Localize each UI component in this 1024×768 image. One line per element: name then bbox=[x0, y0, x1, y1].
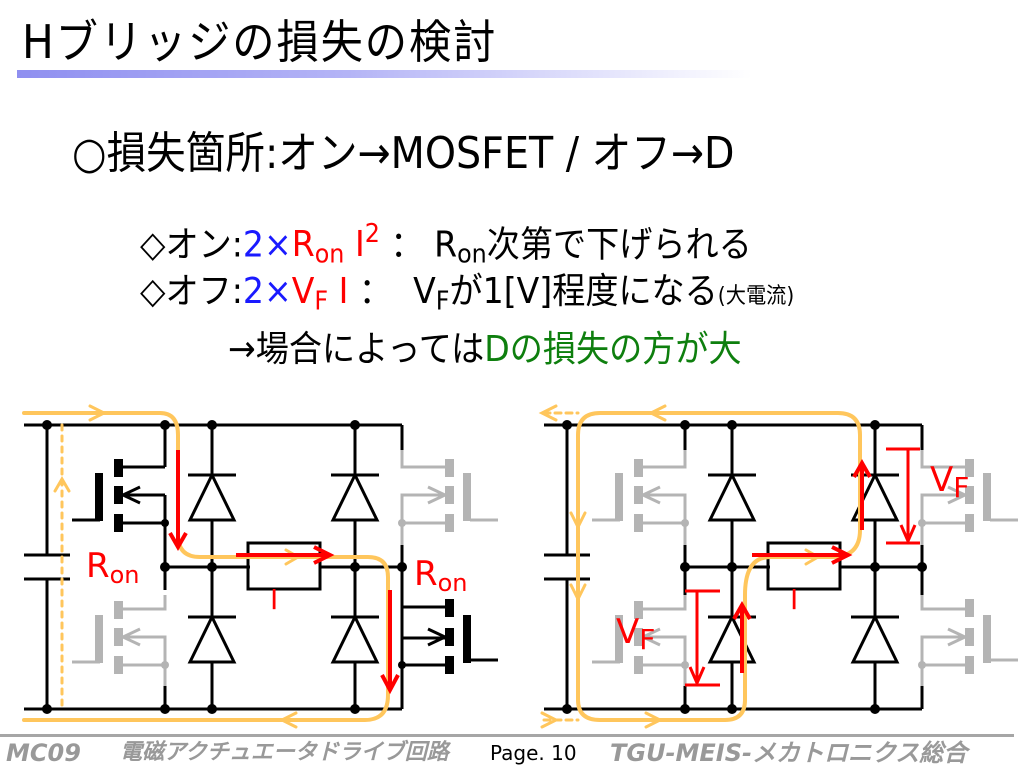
current-arrows bbox=[168, 450, 400, 695]
current-symbol: I bbox=[354, 224, 365, 266]
diamond-bullet: ◇ bbox=[140, 271, 166, 312]
on-factor: 2× bbox=[242, 224, 292, 266]
off-note: が1[V]程度になる bbox=[449, 271, 718, 312]
on-note: 次第で下げられる bbox=[486, 224, 752, 266]
course-code: MC09 bbox=[6, 739, 81, 767]
current-arrows bbox=[732, 458, 872, 673]
note-vf: V bbox=[413, 271, 436, 312]
mosfet-upper-left-on bbox=[95, 459, 141, 532]
mosfet-upper-right-off bbox=[398, 450, 498, 545]
load-resistor bbox=[766, 541, 842, 591]
note-ron-subscript: on bbox=[457, 239, 487, 270]
diamond-bullet: ◇ bbox=[140, 224, 166, 266]
vf-symbol: V bbox=[291, 271, 315, 312]
mosfet-lower-right-on bbox=[427, 599, 471, 674]
ron-label-left: Ron bbox=[86, 546, 140, 589]
current-symbol: I bbox=[338, 271, 349, 312]
current-label: I bbox=[270, 583, 278, 616]
ron-symbol: R bbox=[291, 224, 315, 266]
ron-subscript: on bbox=[314, 239, 345, 270]
off-formula: VF I bbox=[291, 271, 349, 316]
off-state-circuit-diagram: VF VF I bbox=[538, 404, 1018, 729]
note-vf-subscript: F bbox=[435, 286, 450, 317]
on-formula: Ron I2 bbox=[291, 219, 380, 270]
vf-subscript: F bbox=[314, 286, 329, 317]
mosfet-lower-left-off bbox=[72, 595, 169, 686]
on-state-circuit-diagram: Ron Ron I bbox=[22, 404, 498, 729]
current-label: I bbox=[790, 583, 798, 616]
on-loss-line: ◇オン:2×Ron I2 ： Ron次第で下げられる bbox=[140, 212, 752, 277]
vf-label-left: VF bbox=[616, 612, 655, 656]
square-exponent: 2 bbox=[364, 219, 380, 249]
mosfets-all-off bbox=[592, 450, 1018, 686]
conclusion-prefix: →場合によっては bbox=[228, 329, 485, 370]
loss-location-heading: ○損失箇所:オン→MOSFET / オフ→D bbox=[72, 126, 735, 182]
organization: TGU-MEIS-メカトロニクス総合 bbox=[610, 739, 968, 767]
conclusion-highlight: Dの損失の方が大 bbox=[484, 329, 742, 370]
slide-title: Hブリッジの損失の検討 bbox=[22, 15, 498, 69]
course-name: 電磁アクチュエータドライブ回路 bbox=[120, 740, 449, 765]
off-note-small: (大電流) bbox=[717, 284, 795, 309]
off-label: オフ: bbox=[165, 271, 243, 312]
conclusion-line: →場合によってはDの損失の方が大 bbox=[228, 328, 742, 372]
off-factor: 2× bbox=[242, 271, 292, 312]
on-label: オン: bbox=[165, 224, 243, 266]
circle-bullet: ○ bbox=[72, 128, 107, 179]
ron-label-right: Ron bbox=[414, 554, 468, 597]
vf-voltage-arrows bbox=[685, 447, 920, 687]
off-loss-line: ◇オフ:2×VF I ： VFが1[V]程度になる(大電流) bbox=[140, 270, 794, 323]
separator: ： bbox=[379, 224, 435, 266]
separator: ： bbox=[348, 271, 403, 312]
heading-text: 損失箇所:オン→MOSFET / オフ→D bbox=[106, 128, 735, 179]
note-ron: R bbox=[434, 224, 458, 266]
load-resistor bbox=[246, 541, 322, 591]
vf-label-right: VF bbox=[930, 460, 969, 504]
junction-dots bbox=[562, 420, 927, 714]
footer-divider bbox=[0, 734, 1014, 737]
page-number: Page. 10 bbox=[490, 741, 577, 765]
title-underline bbox=[17, 70, 752, 78]
junction-dots bbox=[42, 420, 407, 714]
footer: MC09 電磁アクチュエータドライブ回路 Page. 10 TGU-MEIS-メ… bbox=[0, 738, 1024, 768]
diodes bbox=[187, 471, 380, 664]
